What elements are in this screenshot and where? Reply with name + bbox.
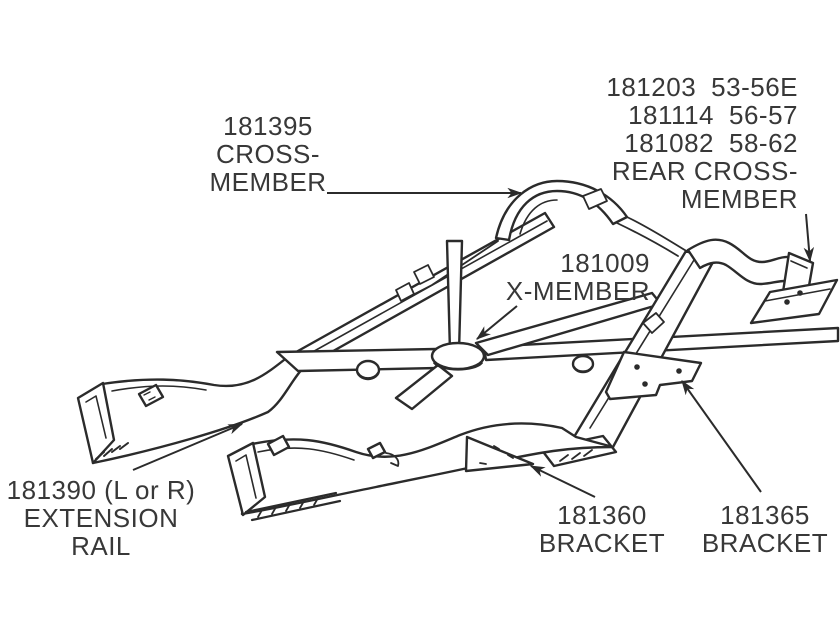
leader-extension-rail xyxy=(132,423,244,471)
crossmember-part-number: 181395 xyxy=(223,111,313,141)
label-bracket-181360: 181360 BRACKET xyxy=(528,501,676,557)
x-member-center-lip xyxy=(433,362,483,371)
leader-bracket-181360 xyxy=(529,465,596,498)
crossmember-arch-inner xyxy=(519,199,558,235)
label-bracket-181365: 181365 BRACKET xyxy=(692,501,838,557)
ramp-mount-flag-1 xyxy=(413,264,435,285)
bracket-181360 xyxy=(464,435,535,473)
rear-crossmember-name-line2: MEMBER xyxy=(680,184,798,214)
far-rail-bracket-marks xyxy=(143,391,156,401)
bracket-181360-name: BRACKET xyxy=(538,528,666,558)
label-extension-rail: 181390 (L or R) EXTENSION RAIL xyxy=(0,476,202,560)
extension-flange-top xyxy=(244,491,338,514)
ramp-mount-flag-2 xyxy=(395,282,415,302)
arch-to-kickup-line xyxy=(616,216,689,257)
crossmember-name-line2: MEMBER xyxy=(209,167,327,197)
far-rail xyxy=(91,211,556,465)
plate-rivet-2 xyxy=(784,299,790,305)
x-member-right-hole-shade xyxy=(572,365,594,373)
bracket-181365 xyxy=(604,350,703,401)
leader-bracket-181365 xyxy=(681,379,762,493)
extension-flange-bottom xyxy=(250,499,342,522)
far-horn-hatch xyxy=(95,442,129,460)
near-rail-hook xyxy=(385,452,400,467)
label-crossmember: 181395 CROSS- MEMBER xyxy=(178,112,358,196)
rear-crossmember-end-box-line xyxy=(790,260,808,269)
x-member-center xyxy=(430,341,486,371)
near-rail-kickup-inner xyxy=(589,259,695,429)
bracket-181365-part-number: 181365 xyxy=(720,500,810,530)
extension-rail-part-number: 181390 (L or R) xyxy=(6,475,196,505)
extension-flange-hatch xyxy=(257,497,319,518)
bracket-181365-name: BRACKET xyxy=(701,528,829,558)
far-rail-horn-inner xyxy=(85,395,107,439)
crossmember-name-line1: CROSS- xyxy=(215,139,321,169)
far-rail-horn-face xyxy=(76,381,116,465)
bracket-181360-part-number: 181360 xyxy=(557,500,647,530)
near-rail-horn-inner xyxy=(235,454,257,499)
rear-crossmember-plate-line xyxy=(764,288,831,302)
extension-rail-name-line1: EXTENSION xyxy=(23,503,179,533)
leader-rear-crossmember xyxy=(803,213,815,263)
bracket-181365-hole-3 xyxy=(642,381,648,387)
extension-rail-name-line2: RAIL xyxy=(71,531,131,561)
near-rail xyxy=(240,422,615,516)
plate-rivet-1 xyxy=(797,290,803,296)
x-member-lower-left-arm xyxy=(394,363,454,411)
label-x-member: 181009 X-MEMBER xyxy=(460,249,650,305)
foot-plate-hatch xyxy=(559,449,593,462)
x-member-name: X-MEMBER xyxy=(505,276,650,306)
bracket-181365-hole-2 xyxy=(676,368,682,374)
bracket-181365-hole-1 xyxy=(634,364,640,370)
rear-crossmember-name-line1: REAR CROSS- xyxy=(611,156,798,186)
x-member-left-hole-shade xyxy=(356,371,380,380)
crossmember-arch-tab xyxy=(582,188,608,210)
x-member-part-number: 181009 xyxy=(560,248,650,278)
near-rail-inner-line xyxy=(257,447,355,461)
rear-crossmember-plate xyxy=(749,278,839,325)
near-rail-clamp xyxy=(366,441,387,460)
far-rail-bracket xyxy=(137,383,165,408)
near-rail-bracket xyxy=(266,434,291,457)
far-rail-inner-line xyxy=(111,385,207,392)
bracket-181360-marks xyxy=(479,445,514,465)
kickup-flag-bracket xyxy=(642,312,665,334)
leader-x-member xyxy=(476,305,518,340)
